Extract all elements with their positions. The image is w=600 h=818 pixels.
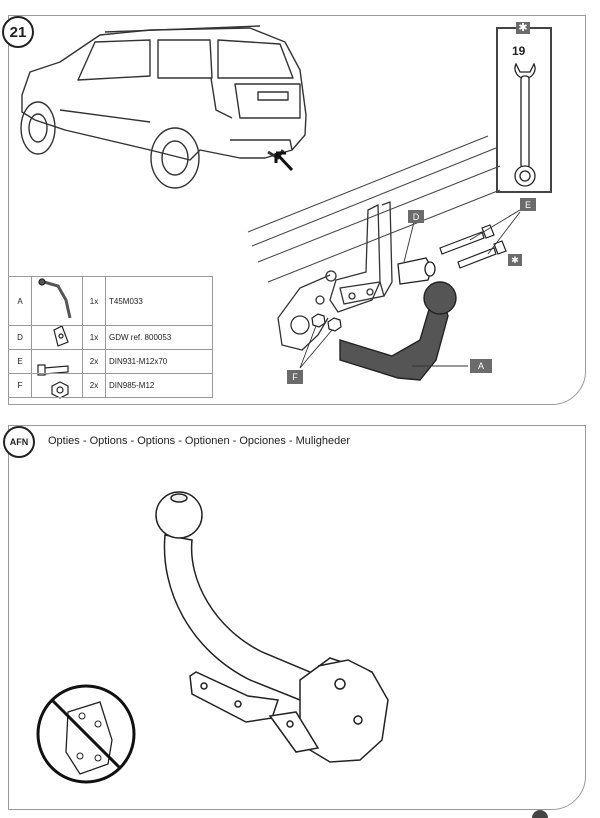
car-illustration — [20, 25, 307, 189]
options-step-badge: AFN — [3, 426, 35, 458]
nut-f-pair — [311, 313, 342, 332]
tool-marker: ✱ — [516, 22, 530, 34]
table-row: E 2x DIN931-M12x70 — [8, 349, 213, 374]
leader-lines — [299, 209, 521, 369]
towbar-mount — [277, 201, 393, 351]
part-qty: 1x — [82, 325, 106, 350]
callout-f: F — [287, 370, 303, 384]
part-desc: DIN985-M12 — [105, 373, 213, 398]
wrench-19-icon — [514, 62, 536, 187]
callout-e: E — [520, 198, 536, 211]
part-letter: D — [8, 325, 32, 350]
part-desc: T45M033 — [105, 276, 213, 326]
part-desc: GDW ref. 800053 — [105, 325, 213, 350]
tow-arm-a — [339, 281, 457, 381]
bolt-icon — [31, 349, 83, 374]
callout-a: A — [470, 359, 492, 373]
detachable-towbar — [155, 491, 389, 763]
part-letter: F — [8, 373, 32, 398]
part-letter: A — [8, 276, 32, 326]
page-corner-mark — [532, 810, 548, 818]
parts-table: A 1x T45M033 D 1x GDW ref. 800053 E 2x D… — [8, 276, 213, 398]
part-letter: E — [8, 349, 32, 374]
table-row: A 1x T45M033 — [8, 276, 213, 326]
table-row: D 1x GDW ref. 800053 — [8, 325, 213, 350]
callout-star: ✱ — [508, 254, 522, 266]
options-title: Opties - Options - Options - Optionen - … — [48, 435, 351, 447]
tow-ball-arm-icon — [31, 276, 83, 326]
chassis-rails — [247, 135, 501, 283]
callout-d: D — [408, 210, 424, 223]
not-allowed-icon — [36, 684, 136, 784]
wrench-size-label: 19 — [512, 44, 526, 58]
tow-point-arrow — [274, 151, 294, 172]
nut-icon — [31, 373, 83, 398]
bolts-e — [439, 224, 507, 269]
bracket-d — [397, 257, 436, 285]
part-qty: 1x — [82, 276, 106, 326]
part-qty: 2x — [82, 349, 106, 374]
part-desc: DIN931-M12x70 — [105, 349, 213, 374]
bracket-plate-icon — [31, 325, 83, 350]
table-row: F 2x DIN985-M12 — [8, 373, 213, 398]
step-number-badge: 21 — [2, 16, 34, 48]
part-qty: 2x — [82, 373, 106, 398]
